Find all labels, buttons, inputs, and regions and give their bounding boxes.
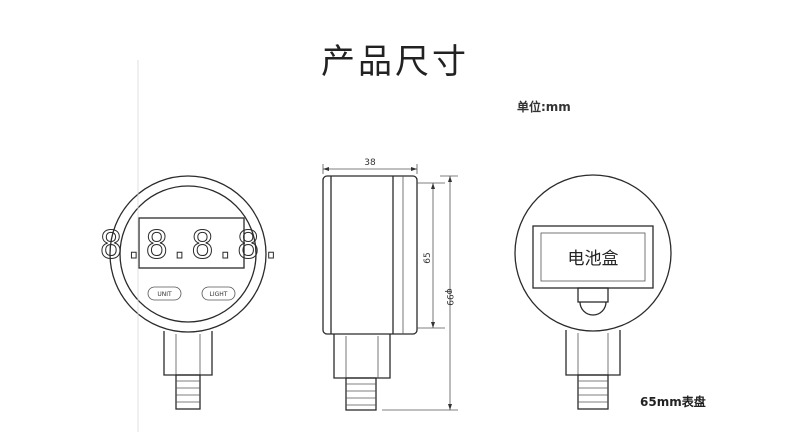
lcd-display: [138, 217, 245, 269]
battery-latch-tab: [579, 301, 607, 316]
front-outer-bezel: [109, 175, 267, 333]
front-thread: [175, 374, 201, 410]
front-stem-hex: [163, 331, 213, 376]
page-title: 产品尺寸: [321, 42, 469, 82]
light-button[interactable]: [201, 286, 236, 301]
back-case: [514, 174, 672, 332]
back-thread: [577, 374, 609, 410]
side-stem-hex: [333, 334, 391, 379]
unit-button[interactable]: [147, 286, 182, 301]
back-view: 电池盒: [514, 174, 672, 410]
side-view: 38 65 φ99: [322, 158, 458, 411]
battery-latch: [577, 287, 609, 303]
unit-note: 单位:mm: [517, 100, 571, 114]
light-button-label: LIGHT: [210, 291, 228, 298]
front-inner-face: [119, 185, 257, 323]
face-dimension-label: 65: [423, 252, 433, 263]
unit-button-label: UNIT: [157, 291, 172, 298]
lcd-digits: 8.8.8.8.: [99, 223, 282, 267]
battery-box-inner: [540, 232, 646, 282]
front-view: 8.8.8.8. UNIT LIGHT: [99, 175, 283, 410]
dial-size-caption: 65mm表盘: [640, 395, 706, 409]
side-case: [322, 175, 418, 335]
battery-box-label: 电池盒: [568, 249, 619, 269]
side-thread: [345, 377, 377, 411]
diameter-dimension-label: φ99: [444, 288, 454, 306]
back-stem-hex: [565, 330, 621, 376]
depth-dimension-label: 38: [364, 158, 376, 168]
